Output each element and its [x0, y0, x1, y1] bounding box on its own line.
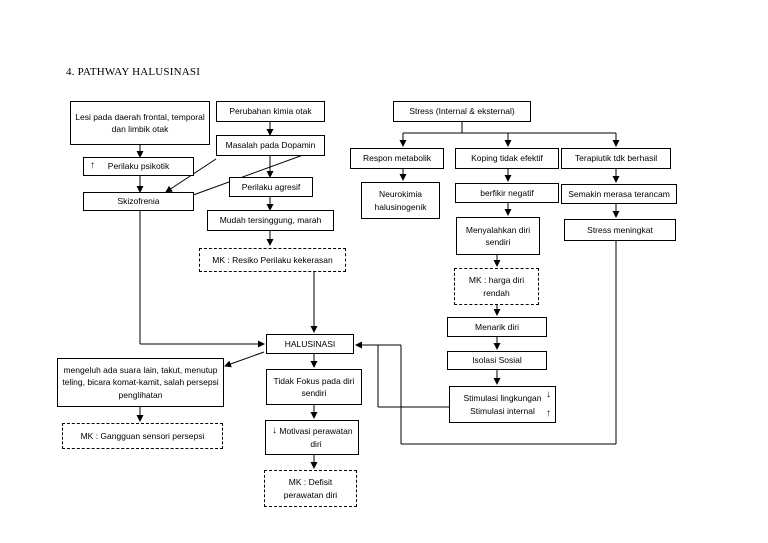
node-skizofrenia: Skizofrenia: [83, 192, 194, 211]
node-stress-label: Stress (Internal & eksternal): [409, 106, 515, 117]
node-lesi: Lesi pada daerah frontal, temporal dan l…: [70, 101, 210, 145]
node-koping-label: Koping tidak efektif: [471, 153, 543, 164]
node-masalah-dopamin-label: Masalah pada Dopamin: [225, 140, 316, 151]
node-stimulasi: Stimulasi lingkungan Stimulasi internal …: [449, 386, 556, 423]
node-isolasi-sosial-label: Isolasi Sosial: [472, 355, 522, 366]
node-mengeluh: mengeluh ada suara lain, takut, menutup …: [57, 358, 224, 407]
node-berfikir-negatif-label: berfikir negatif: [480, 187, 534, 198]
node-perilaku-psikotik: ↑ Perilaku psikotik: [83, 157, 194, 176]
node-stimulasi-label-2: Stimulasi internal: [470, 405, 535, 416]
node-terapi: Terapiutik tdk berhasil: [561, 148, 671, 169]
node-respon-metabolik-label: Respon metabolik: [362, 153, 432, 164]
node-terapi-label: Terapiutik tdk berhasil: [574, 153, 658, 164]
node-perilaku-agresif-label: Perilaku agresif: [241, 181, 301, 192]
arrow-down-icon: ↓: [546, 389, 551, 400]
arrow-up-icon: ↑: [546, 408, 551, 419]
arrow-down-icon: ↓: [272, 425, 277, 436]
node-semakin-terancam: Semakin merasa terancam: [561, 184, 677, 204]
node-tidak-fokus: Tidak Fokus pada diri sendiri: [266, 369, 362, 405]
node-isolasi-sosial: Isolasi Sosial: [447, 351, 547, 370]
node-menyalahkan: Menyalahkan diri sendiri: [456, 217, 540, 255]
node-motivasi: ↓ Motivasi perawatan diri: [265, 420, 359, 455]
node-tidak-fokus-label: Tidak Fokus pada diri sendiri: [273, 375, 355, 398]
node-mk-resiko: MK : Resiko Perilaku kekerasan: [199, 248, 346, 272]
node-perubahan-kimia: Perubahan kimia otak: [216, 101, 325, 122]
node-masalah-dopamin: Masalah pada Dopamin: [216, 135, 325, 156]
node-mk-defisit: MK : Defisit perawatan diri: [264, 470, 357, 507]
node-mudah-tersinggung-label: Mudah tersinggung, marah: [219, 215, 322, 226]
node-menyalahkan-label: Menyalahkan diri sendiri: [465, 224, 531, 247]
node-mk-defisit-label: MK : Defisit perawatan diri: [283, 477, 338, 500]
node-stress-meningkat-label: Stress meningkat: [587, 224, 653, 235]
node-stress-meningkat: Stress meningkat: [564, 219, 676, 241]
node-perilaku-psikotik-label: Perilaku psikotik: [107, 161, 170, 172]
node-stress: Stress (Internal & eksternal): [393, 101, 531, 122]
node-berfikir-negatif: berfikir negatif: [455, 183, 559, 203]
node-mengeluh-label: mengeluh ada suara lain, takut, menutup …: [62, 365, 219, 400]
node-perilaku-agresif: Perilaku agresif: [229, 177, 313, 197]
arrow-up-icon: ↑: [90, 160, 95, 171]
node-menarik-diri: Menarik diri: [447, 317, 547, 337]
node-koping: Koping tidak efektif: [455, 148, 559, 169]
page-heading: 4. PATHWAY HALUSINASI: [66, 66, 201, 78]
node-neurokimia: Neurokimia halusinogenik: [361, 182, 440, 219]
node-stimulasi-label-1: Stimulasi lingkungan: [463, 393, 542, 404]
node-respon-metabolik: Respon metabolik: [350, 148, 444, 169]
node-semakin-terancam-label: Semakin merasa terancam: [568, 188, 670, 199]
node-halusinasi: HALUSINASI: [266, 334, 354, 354]
node-mk-harga-diri: MK : harga diri rendah: [454, 268, 539, 305]
node-mk-gangguan: MK : Gangguan sensori persepsi: [62, 423, 223, 449]
node-skizofrenia-label: Skizofrenia: [117, 196, 160, 207]
node-halusinasi-label: HALUSINASI: [284, 338, 336, 349]
node-menarik-diri-label: Menarik diri: [475, 321, 519, 332]
node-lesi-label: Lesi pada daerah frontal, temporal dan l…: [75, 111, 205, 134]
node-mk-resiko-label: MK : Resiko Perilaku kekerasan: [212, 254, 333, 265]
node-perubahan-kimia-label: Perubahan kimia otak: [229, 106, 312, 117]
node-motivasi-label: Motivasi perawatan diri: [279, 426, 353, 449]
node-mudah-tersinggung: Mudah tersinggung, marah: [207, 210, 334, 231]
node-mk-gangguan-label: MK : Gangguan sensori persepsi: [80, 430, 205, 441]
node-mk-harga-diri-label: MK : harga diri rendah: [468, 275, 525, 298]
node-neurokimia-label: Neurokimia halusinogenik: [374, 189, 427, 212]
